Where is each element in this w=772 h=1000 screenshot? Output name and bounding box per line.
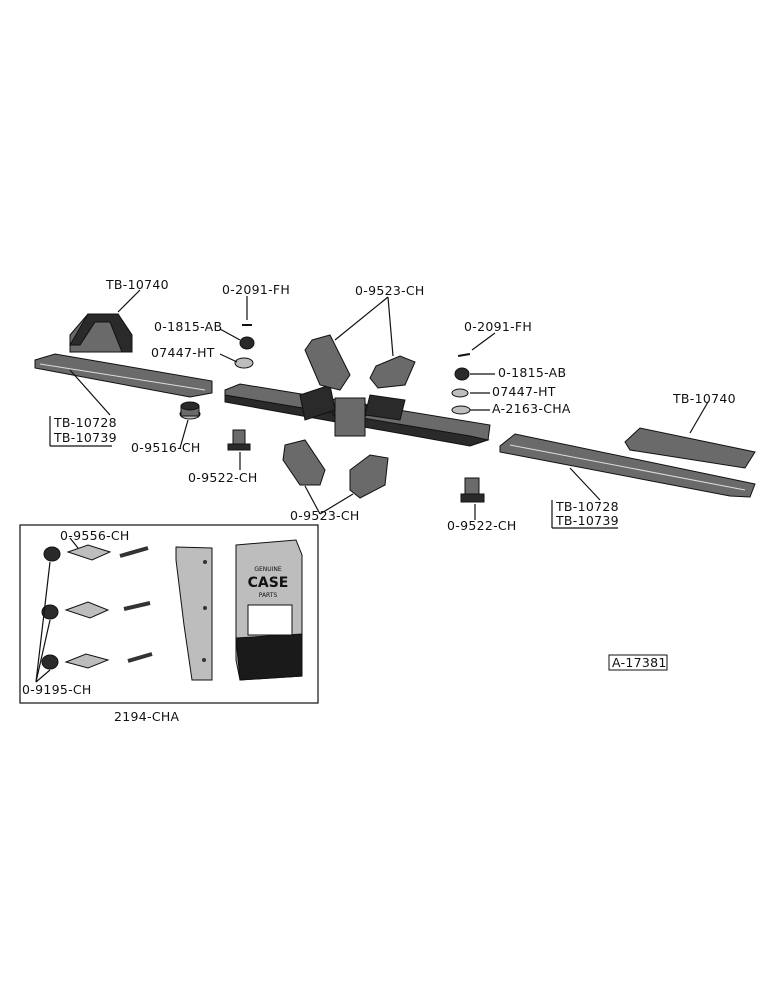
blade-right [499, 433, 756, 498]
label-0-9522-left: 0-9522-CH [188, 470, 258, 485]
bolt-0-9522-left [227, 429, 251, 451]
blade-guard-right [624, 427, 756, 469]
label-0-2091-left: 0-2091-FH [222, 282, 290, 297]
label-0-9522-right: 0-9522-CH [447, 518, 517, 533]
spider-assembly [224, 383, 491, 447]
figure-id: A-17381 [612, 655, 667, 670]
washer-a-2163-right [451, 405, 471, 415]
label-a-2163: A-2163-CHA [492, 401, 571, 416]
label-group-tb-left: TB-10728 TB-10739 [49, 415, 117, 447]
label-group-tb-right: TB-10728 TB-10739 [551, 499, 619, 529]
label-tb-10728-left: TB-10728 [53, 415, 117, 430]
bolt-0-9522-right [460, 477, 485, 503]
knife-0-9523-top-right [369, 355, 416, 389]
kit-bolts [119, 546, 153, 663]
label-0-9523-bottom: 0-9523-CH [290, 508, 360, 523]
label-0-9516: 0-9516-CH [131, 440, 201, 455]
label-07447-left: 07447-HT [151, 345, 215, 360]
nut-0-1815-left [239, 336, 255, 350]
case-parts-box: GENUINE CASE PARTS [235, 539, 303, 681]
label-tb-10740-left: TB-10740 [105, 277, 169, 292]
label-0-1815-left: 0-1815-AB [154, 319, 222, 334]
label-tb-10728-right: TB-10728 [555, 499, 619, 514]
kit-leader-lines [35, 537, 79, 683]
knife-0-9523-bottom-right [349, 454, 389, 499]
knife-0-9523-top-left [304, 334, 351, 391]
blade-guard-left [69, 313, 133, 353]
knife-0-9523-bottom-left [282, 439, 326, 486]
leader-lines [69, 289, 709, 520]
bushing-0-9516 [179, 401, 201, 420]
label-tb-10739-left: TB-10739 [53, 430, 117, 445]
label-0-2091-right: 0-2091-FH [464, 319, 532, 334]
kit-replacement-knife [175, 546, 213, 681]
box-brand-top: GENUINE [254, 566, 282, 573]
kit-nuts [41, 546, 61, 670]
kit-inset-frame [19, 524, 319, 704]
blade-left [34, 353, 213, 398]
washer-07447-left [234, 357, 254, 369]
kit-clips [64, 544, 112, 669]
label-0-9195: 0-9195-CH [22, 682, 92, 697]
box-brand: CASE [248, 575, 289, 591]
pin-0-2091-left [242, 324, 252, 326]
label-0-1815-right: 0-1815-AB [498, 365, 566, 380]
label-tb-10739-right: TB-10739 [555, 513, 619, 528]
pin-0-2091-right [457, 352, 471, 358]
box-brand-sub: PARTS [259, 592, 278, 599]
nut-0-1815-right [454, 367, 470, 381]
label-0-9556: 0-9556-CH [60, 528, 130, 543]
label-0-9523-top: 0-9523-CH [355, 283, 425, 298]
washer-07447-right [451, 388, 469, 398]
figure-id-box [608, 654, 668, 671]
label-tb-10740-right: TB-10740 [672, 391, 736, 406]
label-kit-2194: 2194-CHA [114, 709, 180, 724]
label-07447-right: 07447-HT [492, 384, 556, 399]
